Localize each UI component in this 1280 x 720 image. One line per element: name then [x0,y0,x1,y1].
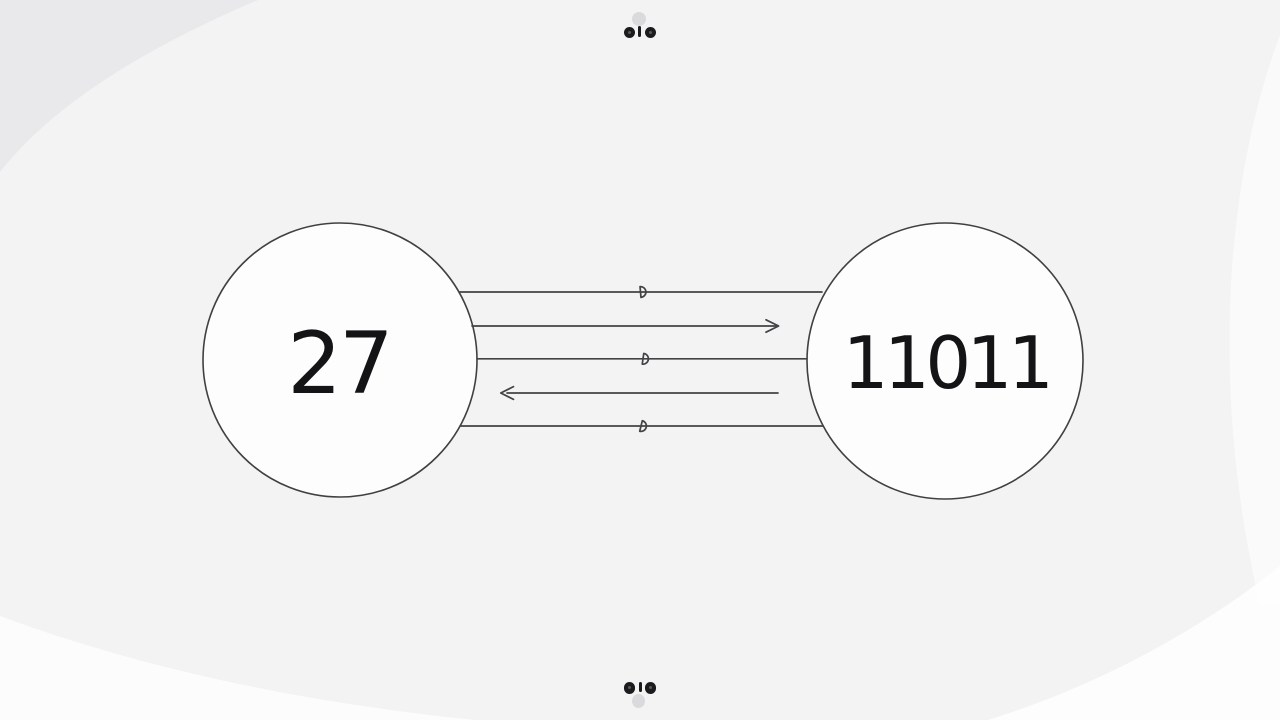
edge-loop-icon [641,352,650,365]
zero-center-dot [627,30,631,34]
binary-one-icon [638,26,641,37]
binary-zero-icon [623,682,635,694]
logo-dot-icon [632,694,645,708]
logo-dot-icon [632,12,646,26]
binary-one-icon [638,681,642,692]
binary-node-circle [806,222,1084,500]
zero-center-dot [648,686,652,690]
binary-zero-icon [623,26,635,38]
decimal-node-label: 27 [287,314,390,414]
background-swoosh-bottom-right [988,566,1280,720]
edges [459,285,824,433]
background-corner-wedge [0,0,258,172]
binary-zero-icon [644,682,656,694]
zero-center-dot [648,30,652,34]
edge-loop-icon [639,285,647,299]
zero-center-dot [627,686,631,690]
logo-bottom [615,678,665,712]
edge-loop-icon [638,419,648,433]
binary-zero-icon [644,26,656,38]
decimal-node-circle [202,222,478,498]
arrow-right-icon [765,318,780,334]
arrow-left-icon [499,385,515,401]
background-swoosh-bottom-left [0,616,475,720]
background-swoosh-right-edge [1229,35,1280,605]
binary-node-label: 11011 [843,321,1050,405]
logo-top [615,8,665,42]
